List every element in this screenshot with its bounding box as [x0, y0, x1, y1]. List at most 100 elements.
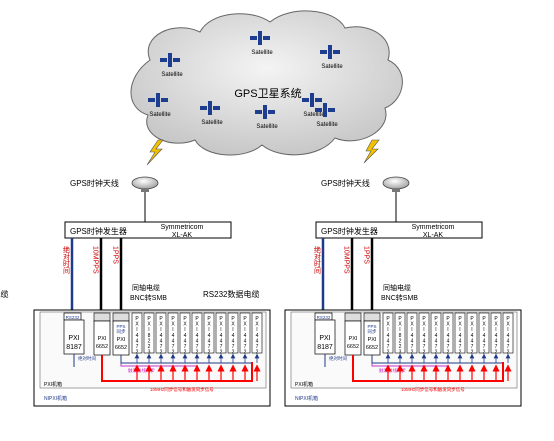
gps-antenna-icon: [131, 176, 159, 192]
slot-char: I: [136, 327, 137, 333]
slot-char: 4: [244, 338, 247, 344]
pps-sync-line: [120, 355, 252, 364]
pxi-4472-slot: [131, 312, 143, 354]
slot-char: 4: [411, 338, 414, 344]
slot-char: 3: [399, 350, 402, 356]
slot-char: 2: [136, 350, 139, 356]
slot-char: I: [160, 327, 161, 333]
satellite-panel-right: [213, 106, 220, 110]
pxi-4472-slot: [179, 312, 191, 354]
antenna-dome: [382, 176, 410, 190]
pxi-8187-line1: PXI: [68, 335, 79, 342]
signal-label-0: 绝对时间: [63, 245, 71, 275]
slot-char: I: [172, 327, 173, 333]
lightning-left: [146, 139, 164, 166]
slot-char: 2: [196, 350, 199, 356]
slot-char: 2: [507, 350, 510, 356]
slot-char: 4: [423, 333, 426, 339]
slot-char: 4: [256, 338, 259, 344]
slot-char: 4: [232, 333, 235, 339]
gps-antenna-icon: [382, 176, 410, 192]
slot-char: X: [470, 322, 474, 328]
slot-char: 2: [483, 350, 486, 356]
coax-label-line2: BNC转SMB: [130, 293, 167, 302]
slot-char: 7: [244, 344, 247, 350]
signal-label-2: 1PPS: [363, 246, 370, 264]
slot-char: 4: [447, 338, 450, 344]
pxi-4472-slot: [418, 312, 430, 354]
slot-char: 8: [399, 333, 402, 339]
slot-char: 4: [423, 338, 426, 344]
slot-char: 4: [196, 338, 199, 344]
slot-char: P: [422, 316, 426, 322]
satellite-label: Satellite: [316, 122, 338, 128]
pxi-chassis-label: PXI机箱: [295, 381, 313, 388]
signal-label-0: 绝对时间: [314, 245, 322, 275]
slot-char: 7: [196, 344, 199, 350]
slot-char: 2: [387, 350, 390, 356]
pxi-6652-b-line2: 6652: [366, 345, 378, 351]
lightning-right: [363, 139, 380, 164]
slot-char: I: [148, 327, 149, 333]
slot-char: I: [423, 327, 424, 333]
pxi-4472-slot: [478, 312, 490, 354]
slot-char: 7: [160, 344, 163, 350]
satellite-label: Satellite: [149, 112, 171, 118]
pxi-4472-slot: [382, 312, 394, 354]
slot-char: 7: [136, 344, 139, 350]
satellite-icon: Satellite: [148, 93, 171, 118]
chassis-label: NIPXI机箱: [44, 395, 67, 402]
satellite-panel-right: [315, 98, 322, 102]
slot-char: 4: [208, 338, 211, 344]
slot-char: I: [447, 327, 448, 333]
satellite-panel-left: [200, 106, 207, 110]
slot-char: P: [434, 316, 438, 322]
slot-char: X: [183, 322, 187, 328]
slot-char: 2: [184, 350, 187, 356]
slot-char: X: [243, 322, 247, 328]
pxi-4472-slot: [442, 312, 454, 354]
slot-char: 4: [256, 333, 259, 339]
slot-char: 4: [136, 338, 139, 344]
trigger-small: 触发总线同步: [128, 367, 155, 374]
slot-char: P: [458, 316, 462, 322]
pxi-8187-line1: PXI: [319, 335, 330, 342]
signal-label-1: 10MPPS: [92, 246, 99, 274]
slot-char: P: [470, 316, 474, 322]
connector-a: [93, 312, 111, 322]
pxi-8187-line2: 8187: [317, 344, 333, 351]
pxi-4472-slot: [203, 312, 215, 354]
slot-char: 4: [244, 333, 247, 339]
slot-char: 7: [208, 344, 211, 350]
slot-char: P: [183, 316, 187, 322]
slot-char: P: [446, 316, 450, 322]
slot-char: P: [494, 316, 498, 322]
coax-label-line2: BNC转SMB: [381, 293, 418, 302]
slot-char: 7: [423, 344, 426, 350]
generator-model-line2: XL-AK: [423, 232, 444, 239]
satellite-icon: Satellite: [250, 31, 273, 56]
slot-char: I: [232, 327, 233, 333]
satellites: SatelliteSatelliteSatelliteSatelliteSate…: [148, 31, 343, 130]
slot-char: P: [482, 316, 486, 322]
slot-char: X: [207, 322, 211, 328]
satellite-panel-left: [320, 50, 327, 54]
slot-char: X: [410, 322, 414, 328]
slot-char: 7: [459, 344, 462, 350]
slot-char: 4: [196, 333, 199, 339]
slot-char: 2: [459, 350, 462, 356]
antenna-base: [141, 188, 149, 192]
slot-char: 2: [208, 350, 211, 356]
slot-char: 4: [483, 338, 486, 344]
rs232-cable-label: RS232数据电缆: [203, 289, 259, 299]
pxi-chassis-label: PXI机箱: [44, 381, 62, 388]
slot-char: 2: [220, 350, 223, 356]
slot-char: P: [506, 316, 510, 322]
satellite-label: Satellite: [303, 112, 325, 118]
slot-char: 4: [387, 338, 390, 344]
satellite-icon: Satellite: [200, 101, 223, 126]
satellite-icon: Satellite: [315, 103, 338, 128]
slot-char: 2: [160, 350, 163, 356]
